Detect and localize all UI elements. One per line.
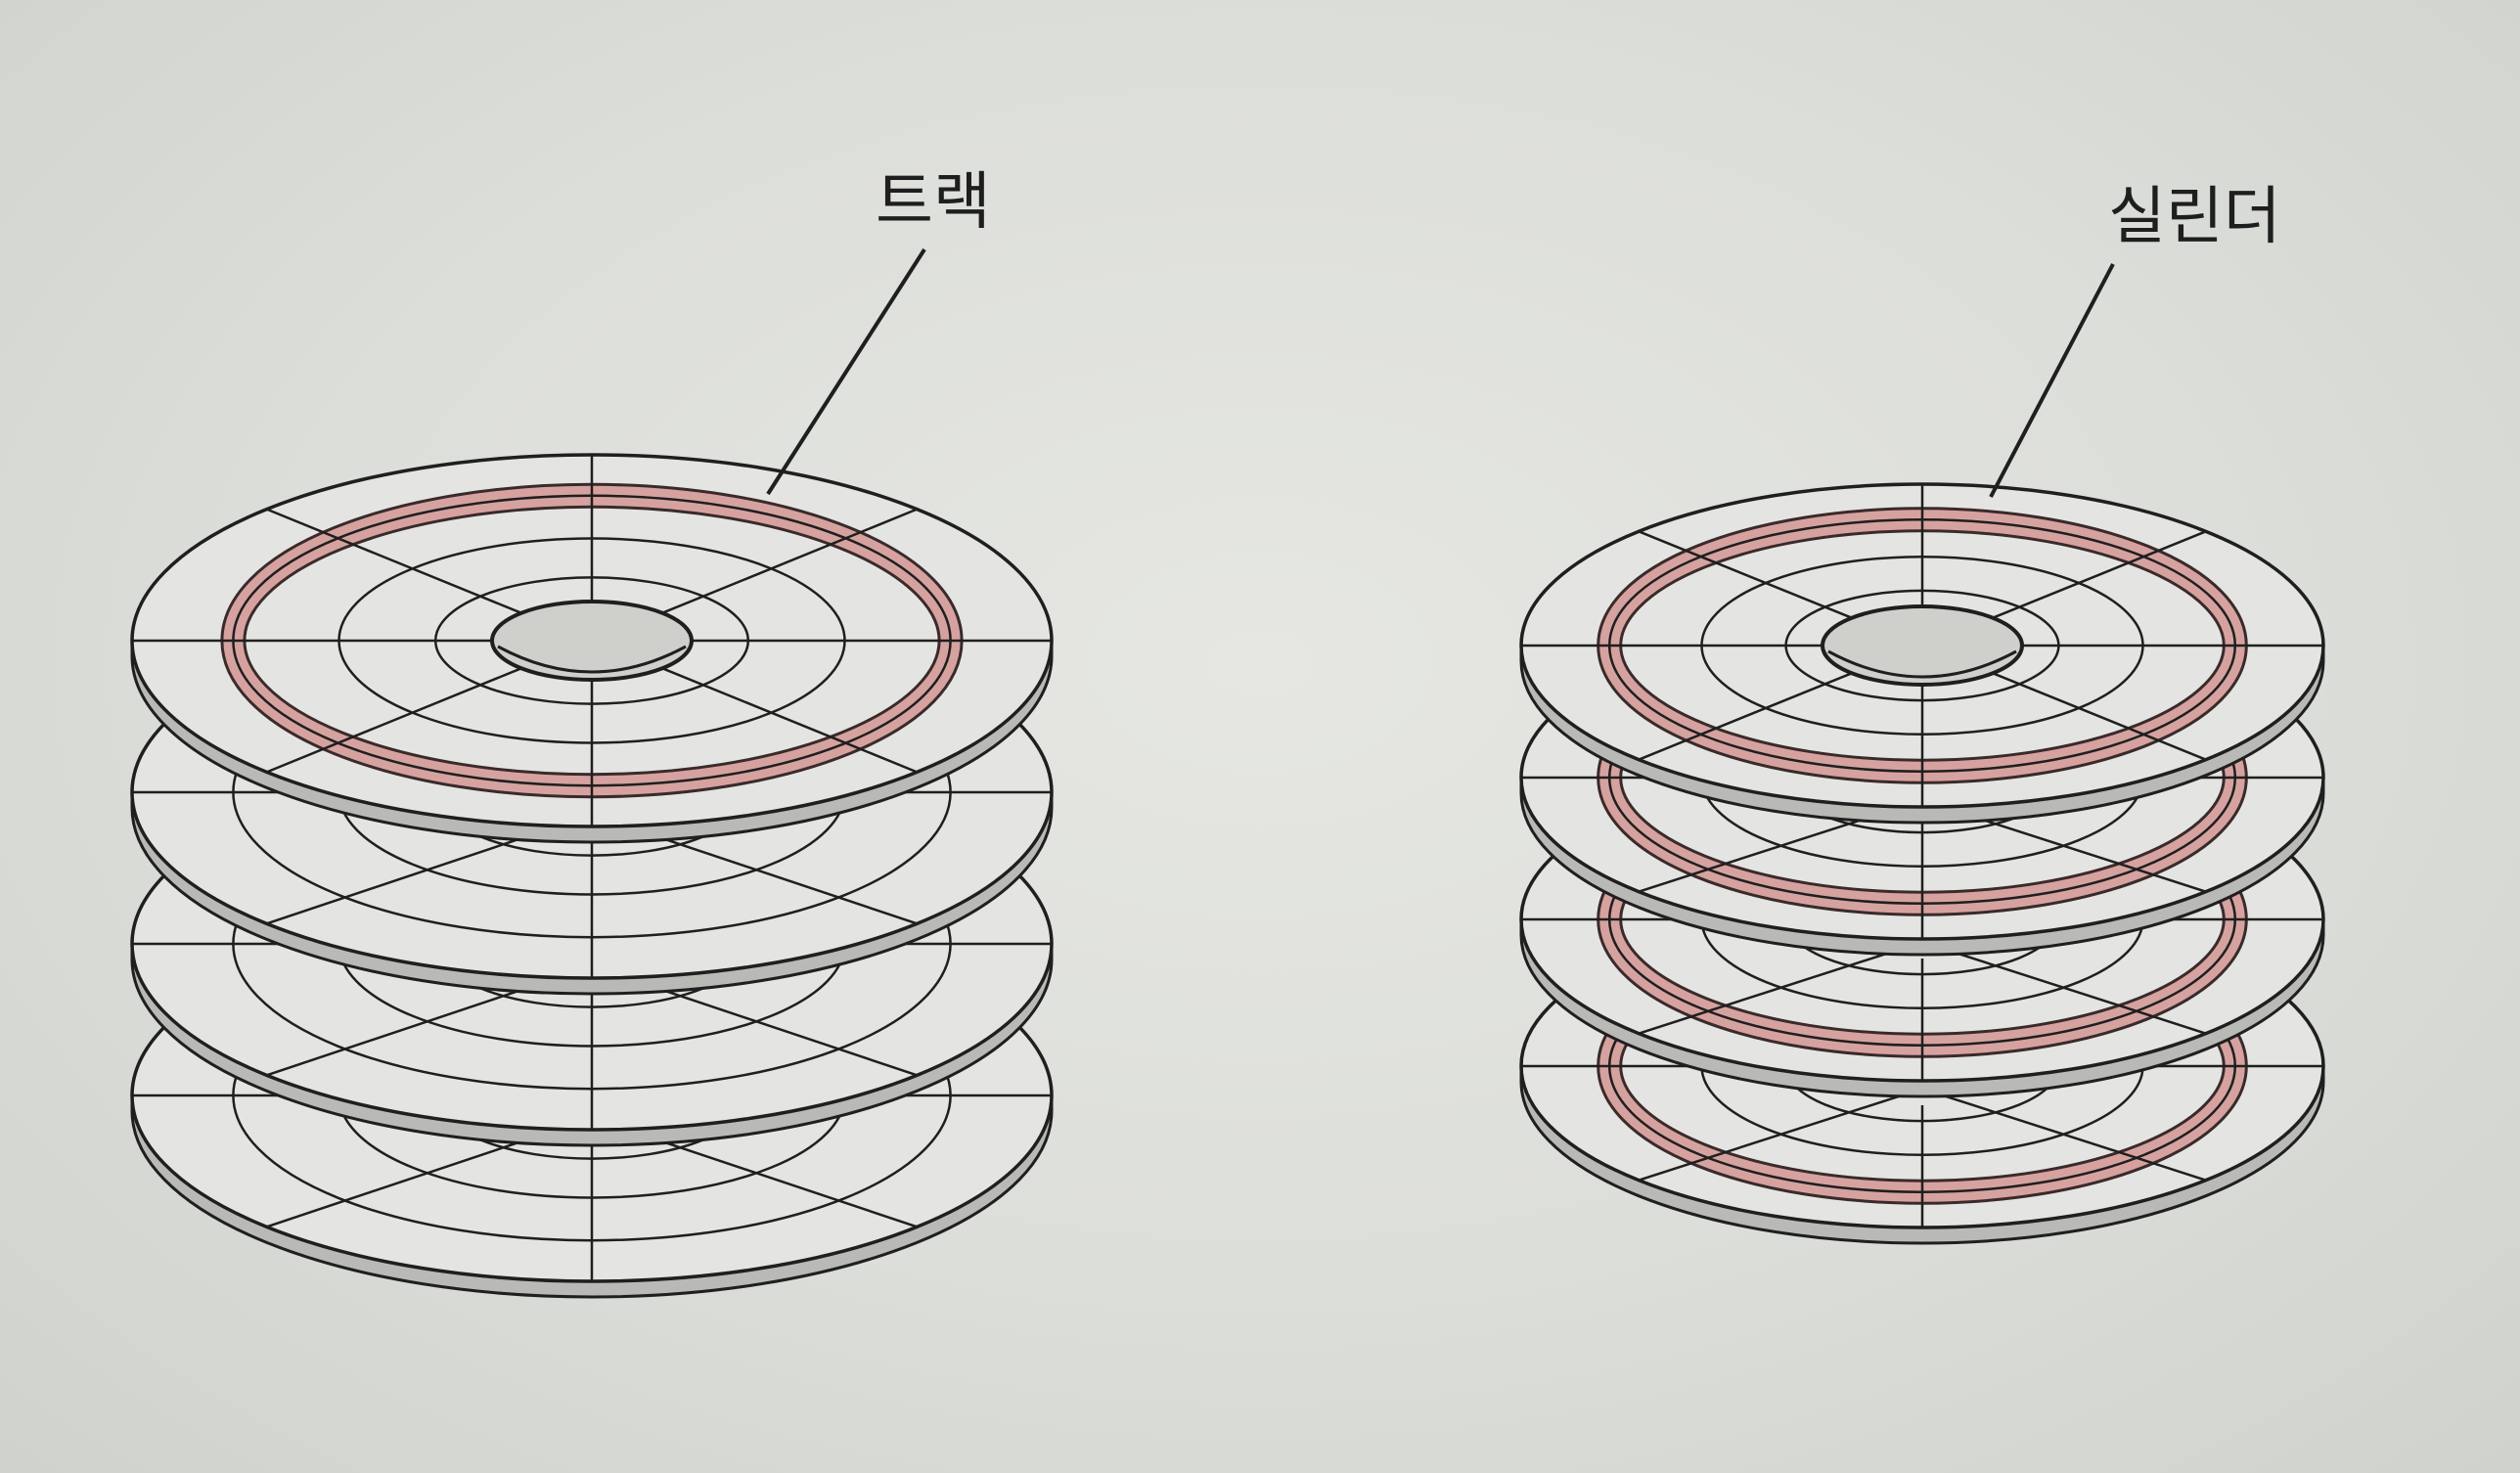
spindle-hole [1821,604,2024,687]
sector-line [266,508,522,614]
spindle-hole-inner [497,645,687,674]
sector-line [1638,946,1908,1035]
cylinder-label: 실린더 [2108,181,2281,253]
sector-line [1937,1093,2207,1182]
platter [1519,482,2325,825]
spindle-hole-inner [1827,649,2017,679]
spindle-hole [490,600,694,682]
sector-line [1937,946,2207,1035]
sector-line [1992,672,2207,761]
sector-line [1992,530,2207,619]
sector-line [1638,530,1853,619]
sector-line [1638,672,1853,761]
sector-line [1638,1093,1908,1182]
sector-line [661,667,918,774]
track-label: 트랙 [876,166,991,239]
cylinder-leader-line [1989,263,2115,498]
sector-line [266,667,522,774]
track-platter-stack [130,453,1054,1299]
platter [130,453,1054,844]
sector-line [661,508,918,614]
cylinder-platter-stack [1519,482,2325,1245]
track-leader-line [766,247,926,496]
